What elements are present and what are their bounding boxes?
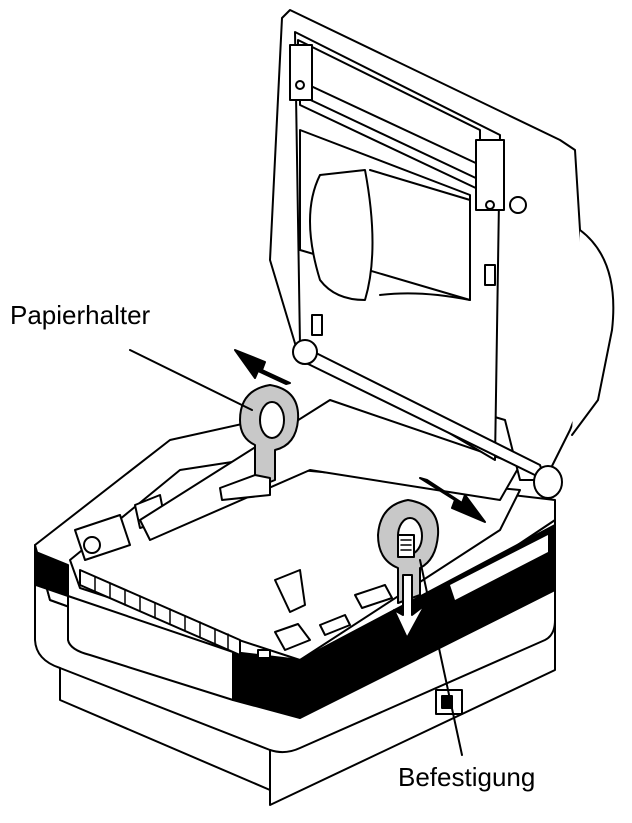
printer-base <box>34 399 556 806</box>
printer-lid <box>269 9 615 499</box>
paper-holder-left <box>219 384 300 501</box>
arrow-down-icon <box>393 574 426 639</box>
leader-line-holder <box>129 349 253 411</box>
leader-line-lock <box>419 559 463 756</box>
arrow-in-icon <box>419 477 486 523</box>
label-paper-holder: Papierhalter <box>10 300 151 330</box>
arrow-out-icon <box>234 349 291 385</box>
paper-holder-right <box>377 499 440 604</box>
label-lock: Befestigung <box>398 762 536 792</box>
